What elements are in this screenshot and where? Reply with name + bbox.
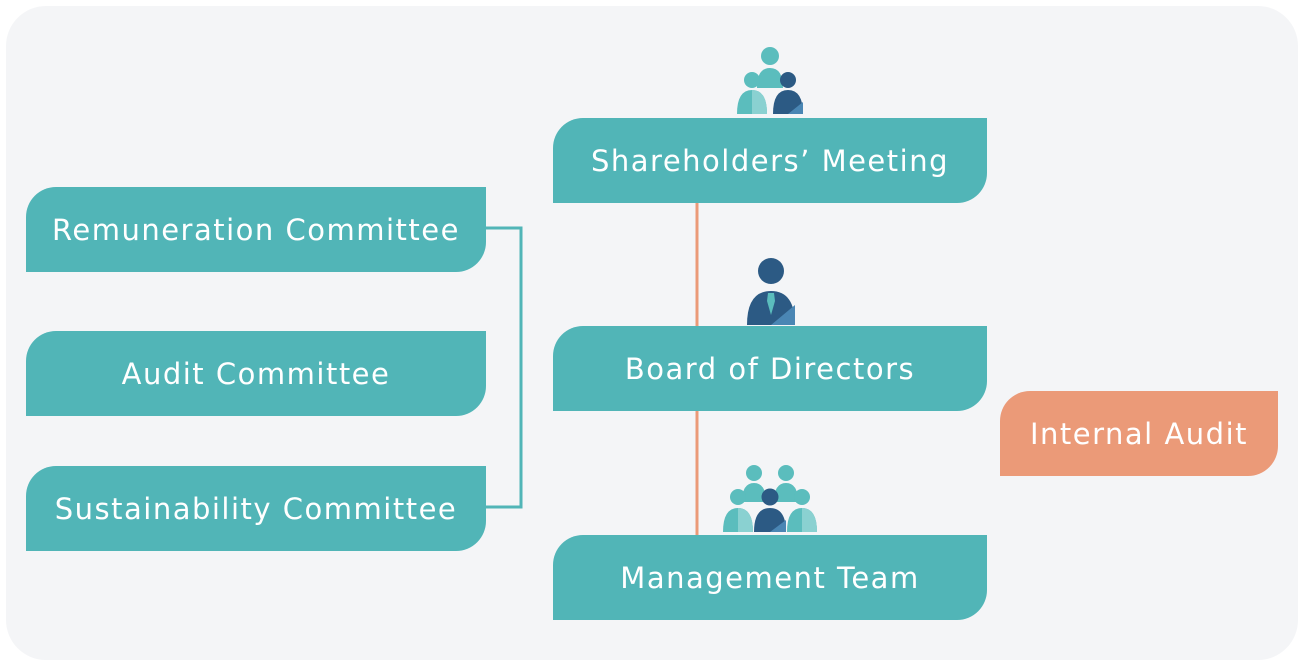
audit-committee-box: Audit Committee	[26, 331, 486, 416]
shareholders-meeting-label: Shareholders’ Meeting	[590, 143, 949, 178]
team-group-icon	[723, 465, 817, 532]
management-team-box: Management Team	[553, 535, 987, 620]
board-of-directors-label: Board of Directors	[624, 351, 916, 386]
sustainability-committee-box: Sustainability Committee	[26, 466, 486, 551]
board-of-directors-box: Board of Directors	[553, 326, 987, 411]
internal-audit-label: Internal Audit	[1029, 416, 1249, 451]
person-with-tie-icon	[747, 258, 795, 325]
remuneration-committee-label: Remuneration Committee	[52, 212, 460, 247]
sustainability-committee-label: Sustainability Committee	[54, 491, 458, 526]
audit-committee-label: Audit Committee	[121, 356, 391, 391]
people-group-icon	[737, 47, 803, 114]
internal-audit-box: Internal Audit	[1000, 391, 1278, 476]
remuneration-committee-box: Remuneration Committee	[26, 187, 486, 272]
management-team-label: Management Team	[620, 560, 920, 595]
shareholders-meeting-box: Shareholders’ Meeting	[553, 118, 987, 203]
